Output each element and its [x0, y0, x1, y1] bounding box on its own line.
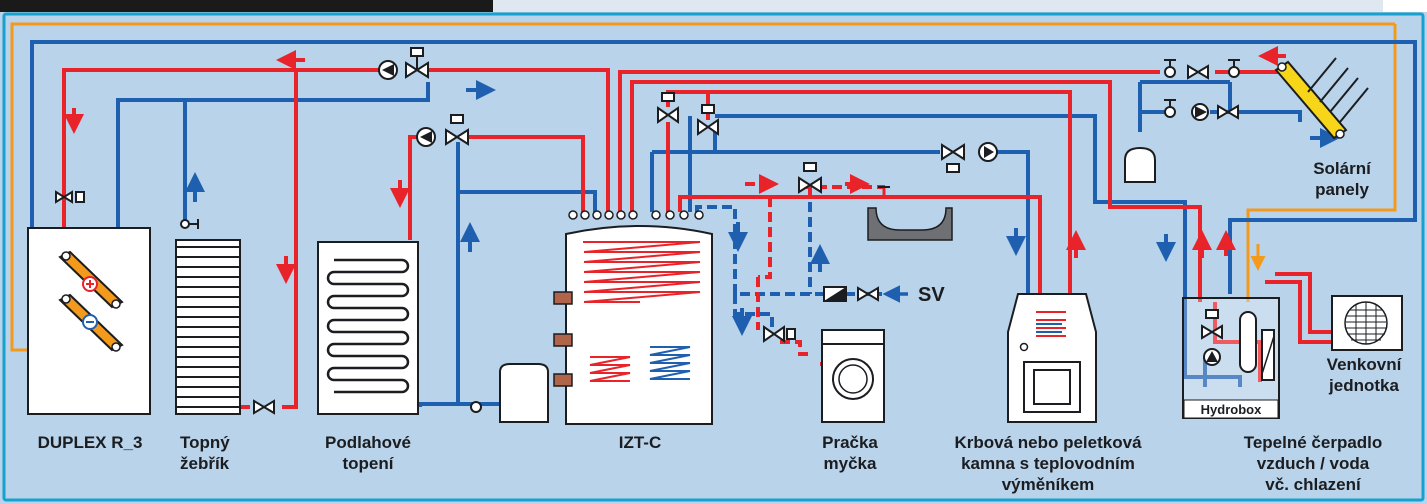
radiator-vent-icon — [180, 219, 199, 229]
hydrobox: Hydrobox — [1182, 297, 1280, 419]
plus-icon — [82, 276, 98, 292]
label-solarni-line2: panely — [1315, 180, 1369, 199]
pump-icon — [1203, 348, 1221, 366]
tank-coil-hot — [583, 241, 701, 382]
label-izt: IZT-C — [619, 433, 662, 452]
solar-line-valves — [1164, 59, 1240, 121]
three-way-valve-icon — [1201, 309, 1223, 340]
three-way-valve-icon — [405, 47, 965, 343]
top-bar-dark — [0, 0, 493, 12]
labels: DUPLEX R_3 Topný žebřík Podlahové topení… — [38, 159, 1403, 494]
tank-coil-cold — [649, 346, 691, 380]
label-tepelne-line3: vč. chlazení — [1265, 475, 1362, 494]
check-valve-icon — [823, 286, 847, 302]
cold-water-inlet: SV — [823, 284, 945, 306]
label-duplex: DUPLEX R_3 — [38, 433, 143, 452]
label-topny-line1: Topný — [180, 433, 230, 452]
duplex-unit — [27, 190, 151, 415]
diagram-canvas: SV Hydrobox — [0, 12, 1427, 504]
floor-heating — [317, 241, 419, 415]
duplex-valve-icon — [55, 190, 85, 204]
label-tepelne-line1: Tepelné čerpadlo — [1244, 433, 1383, 452]
pump-icon — [378, 60, 998, 162]
label-pracka-line1: Pračka — [822, 433, 878, 452]
heating-valves — [253, 47, 998, 415]
label-venkovni-line1: Venkovní — [1327, 355, 1403, 374]
label-topny-line2: žebřík — [180, 454, 230, 473]
fireplace-stove — [1007, 293, 1097, 423]
hydrobox-label: Hydrobox — [1201, 402, 1262, 417]
cold-water-pipes — [30, 40, 1417, 407]
label-krbova-line3: výměníkem — [1002, 475, 1095, 494]
label-podlahove-line2: topení — [343, 454, 395, 473]
label-tepelne-line2: vzduch / voda — [1257, 454, 1370, 473]
tank-connectors — [568, 210, 704, 220]
washing-machine — [821, 329, 885, 423]
label-venkovni-line2: jednotka — [1328, 376, 1399, 395]
sink-icon — [867, 186, 953, 241]
solar-expansion-tank-icon — [1124, 146, 1156, 183]
diagram-frame — [2, 12, 1425, 502]
ball-valve-icon — [857, 286, 879, 302]
outdoor-unit — [1331, 295, 1403, 351]
label-krbova-line1: Krbová nebo peletková — [954, 433, 1142, 452]
ball-valve-icon — [1164, 59, 1240, 80]
minus-icon — [82, 314, 98, 330]
label-solarni-line1: Solární — [1313, 159, 1372, 178]
pump-icon — [1164, 99, 1239, 121]
hydrobox-vessel — [1239, 311, 1257, 373]
label-podlahove-line1: Podlahové — [325, 433, 411, 452]
izt-tank — [553, 210, 713, 425]
top-bar-light — [493, 0, 1383, 12]
hydrobox-exchanger — [1261, 329, 1275, 381]
sun-rays-icon — [1307, 57, 1369, 123]
label-pracka-line2: myčka — [824, 454, 877, 473]
label-krbova-line2: kamna s teplovodním — [961, 454, 1135, 473]
solar-panel — [1274, 57, 1369, 140]
expansion-tank-icon — [470, 363, 549, 423]
tank-heater-rods — [553, 291, 573, 387]
ball-valve-icon — [253, 399, 275, 415]
towel-radiator — [175, 219, 241, 415]
sv-label: SV — [918, 284, 945, 306]
